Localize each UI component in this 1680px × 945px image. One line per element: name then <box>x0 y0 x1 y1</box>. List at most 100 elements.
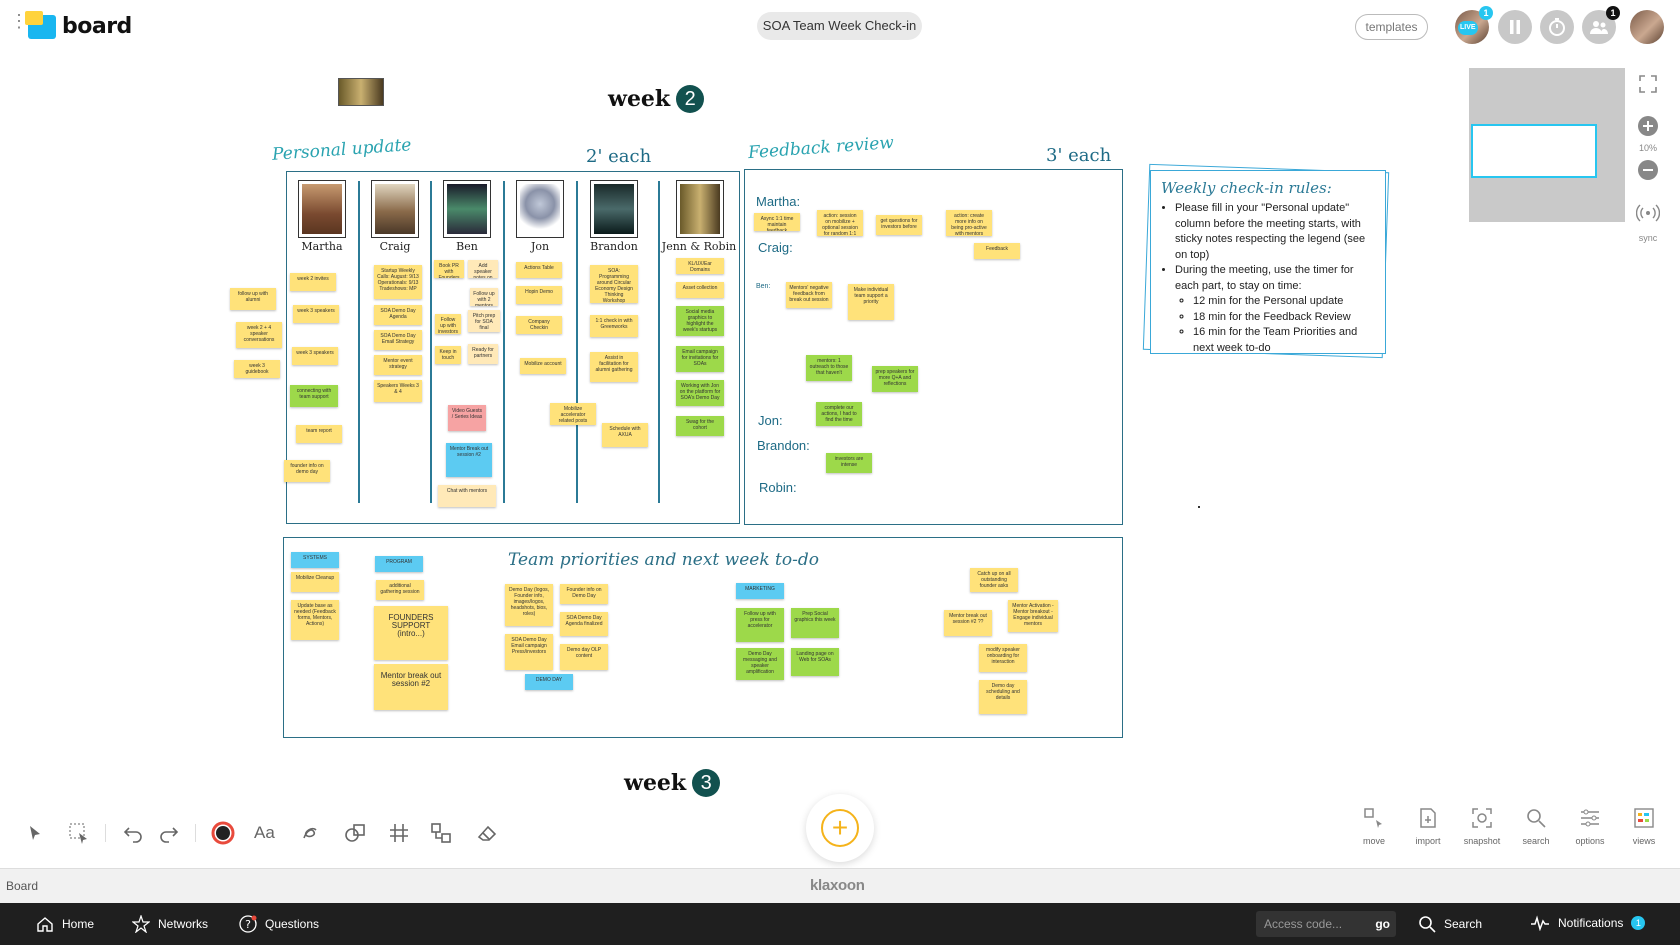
sticky-note[interactable]: Mentor break out session #2 ?? <box>944 610 992 636</box>
color-picker[interactable] <box>210 820 236 846</box>
sticky-note[interactable]: Company Checkin <box>516 316 562 334</box>
sticky-note[interactable]: 1:1 check in with Greenworks <box>590 315 638 337</box>
sticky-note[interactable]: PROGRAM <box>375 556 423 572</box>
sticky-note[interactable]: DEMO DAY <box>525 674 573 690</box>
sticky-note[interactable]: investors are intense <box>826 453 872 473</box>
nav-search[interactable]: Search <box>1418 915 1482 933</box>
sticky-note[interactable]: get questions for investors before <box>876 215 922 235</box>
sticky-note[interactable]: complete our actions, I had to find the … <box>816 402 862 426</box>
member-photo[interactable] <box>371 180 419 238</box>
sticky-note[interactable]: Pitch prep for SOA final <box>468 310 500 332</box>
sticky-note[interactable]: Hopin Demo <box>516 286 562 304</box>
sticky-note[interactable]: Mobilize accelerator related posts <box>550 403 596 425</box>
options-tool[interactable]: options <box>1568 806 1612 846</box>
templates-button[interactable]: templates <box>1355 14 1428 40</box>
access-code-input[interactable]: Access code... go <box>1256 911 1396 937</box>
multi-select-tool[interactable] <box>66 820 92 846</box>
sticky-note[interactable]: Founder info on Demo Day <box>560 584 608 604</box>
import-tool[interactable]: import <box>1406 806 1450 846</box>
nav-networks[interactable]: Networks <box>132 915 208 933</box>
sticky-note[interactable]: SOA Demo Day Agenda finalized <box>560 612 608 636</box>
sticky-note[interactable]: Follow up with 2 mentors <box>470 288 498 306</box>
redo-button[interactable] <box>156 820 182 846</box>
sticky-note[interactable]: Working with Jon on the platform for SOA… <box>676 380 724 406</box>
sticky-note[interactable]: SOA Demo Day Email Strategy <box>374 330 422 350</box>
nav-home[interactable]: Home <box>36 915 94 933</box>
sticky-note[interactable]: Demo Day (logos, Founder info, images/lo… <box>505 584 553 626</box>
sticky-note[interactable]: SOA Demo Day Agenda <box>374 305 422 325</box>
member-photo[interactable] <box>443 180 491 238</box>
sticky-note[interactable]: Social media graphics to highlight the w… <box>676 306 724 336</box>
sticky-note[interactable]: Email campaign for invitations for SOAs <box>676 346 724 372</box>
sticky-note[interactable]: Add speaker notes on Website <box>468 260 498 278</box>
sticky-note[interactable]: Mentor Activation - Mentor breakout - En… <box>1008 600 1058 632</box>
member-photo[interactable] <box>676 180 724 238</box>
sticky-note[interactable]: Demo day OLP content <box>560 644 608 670</box>
sticky-note[interactable]: Prep Social graphics this week <box>791 608 839 638</box>
pen-tool[interactable] <box>298 820 324 846</box>
member-photo[interactable] <box>298 180 346 238</box>
snapshot-tool[interactable]: snapshot <box>1460 806 1504 846</box>
board-logo[interactable]: board <box>25 10 132 39</box>
sticky-note[interactable]: Swag for the cohort <box>676 416 724 436</box>
sticky-note[interactable]: Chat with mentors <box>438 485 496 507</box>
sticky-note[interactable]: Actions Table <box>516 262 562 278</box>
minimap-viewport[interactable] <box>1471 124 1597 178</box>
eraser-tool[interactable] <box>474 820 500 846</box>
sticky-note[interactable]: Feedback <box>974 243 1020 259</box>
sticky-note[interactable]: SOA: Programming around Circular Economy… <box>590 265 638 303</box>
sticky-note[interactable]: Speakers Weeks 3 & 4 <box>374 380 422 402</box>
sticky-note[interactable]: action: session on mobilize + optional s… <box>817 210 863 236</box>
sticky-note[interactable]: Demo day scheduling and details <box>979 680 1027 714</box>
sticky-note[interactable]: KL/UX/Ear Domains <box>676 258 724 274</box>
sticky-note[interactable]: action: create more info on being pro-ac… <box>946 210 992 236</box>
sticky-note[interactable]: SYSTEMS <box>291 552 339 568</box>
sticky-note[interactable]: SOA Demo Day Email campaign Press/invest… <box>505 634 553 670</box>
sticky-note[interactable]: modify speaker onboarding for interactio… <box>979 644 1027 672</box>
sticky-note[interactable]: Assist in facilitation for alumni gather… <box>590 352 638 382</box>
sticky-note[interactable]: Ready for partners <box>468 344 498 364</box>
sticky-note[interactable]: Asset collection <box>676 282 724 298</box>
live-avatar[interactable]: LIVE 1 <box>1455 6 1493 44</box>
sticky-note[interactable]: Follow up with press for accelerator <box>736 608 784 642</box>
sticky-note[interactable]: week 3 guidebook <box>234 360 280 378</box>
sticky-note[interactable]: Mentor break out session #2 <box>374 664 448 710</box>
sticky-note[interactable]: additional gathering session <box>376 580 424 600</box>
shape-tool[interactable] <box>342 820 368 846</box>
sticky-note[interactable]: MARKETING <box>736 583 784 599</box>
sticky-note[interactable]: Mobilize Cleanup <box>291 572 339 592</box>
sticky-note[interactable]: Demo Day messaging and speaker amplifica… <box>736 648 784 680</box>
sticky-note[interactable]: Startup Weekly Calls: August: 9/13 Opera… <box>374 265 422 299</box>
sticky-note[interactable]: Mentor Break out session #2 <box>446 443 492 477</box>
sticky-note[interactable]: Update base as needed (Feedback forms, M… <box>291 600 339 640</box>
sticky-note[interactable]: Schedule with AXUA <box>602 423 648 447</box>
menu-dots-icon[interactable]: ⋮ <box>10 11 28 31</box>
search-tool[interactable]: search <box>1514 806 1558 846</box>
sticky-note[interactable]: week 3 speakers <box>292 347 338 365</box>
undo-button[interactable] <box>120 820 146 846</box>
nav-questions[interactable]: ? Questions <box>239 915 319 933</box>
text-tool-icon[interactable]: Aa <box>254 823 275 842</box>
move-tool[interactable]: move <box>1352 806 1396 846</box>
sticky-note[interactable]: mentors: 1 outreach to those that haven'… <box>806 355 852 381</box>
sticky-note[interactable]: Make individual team support a priority <box>848 284 894 320</box>
add-content-button[interactable]: + <box>806 794 874 862</box>
user-avatar[interactable] <box>1630 10 1664 44</box>
fullscreen-icon[interactable] <box>1638 74 1658 94</box>
zoom-out-icon[interactable] <box>1637 159 1659 181</box>
views-tool[interactable]: views <box>1622 806 1666 846</box>
member-photo[interactable] <box>516 180 564 238</box>
board-title[interactable]: SOA Team Week Check-in <box>757 12 922 40</box>
sticky-note[interactable]: Catch up on all outstanding founder asks <box>970 568 1018 592</box>
nav-notifications[interactable]: Notifications 1 <box>1530 915 1646 931</box>
sticky-note[interactable]: prep speakers for more Q+A and reflectio… <box>872 366 918 392</box>
participants-button[interactable]: 1 <box>1582 6 1620 44</box>
member-photo[interactable] <box>590 180 638 238</box>
sticky-note[interactable]: Book PR with Founders and Lessons <box>434 260 464 278</box>
zoom-in-icon[interactable] <box>1637 115 1659 137</box>
sticky-note[interactable]: Video Guests / Series Ideas <box>448 405 486 431</box>
sticky-note[interactable]: Follow up with investors <box>435 314 461 334</box>
sticky-note[interactable]: Mobilize account <box>520 358 566 374</box>
pause-button[interactable] <box>1498 10 1532 44</box>
sticky-note[interactable]: week 2 invites <box>290 273 336 291</box>
